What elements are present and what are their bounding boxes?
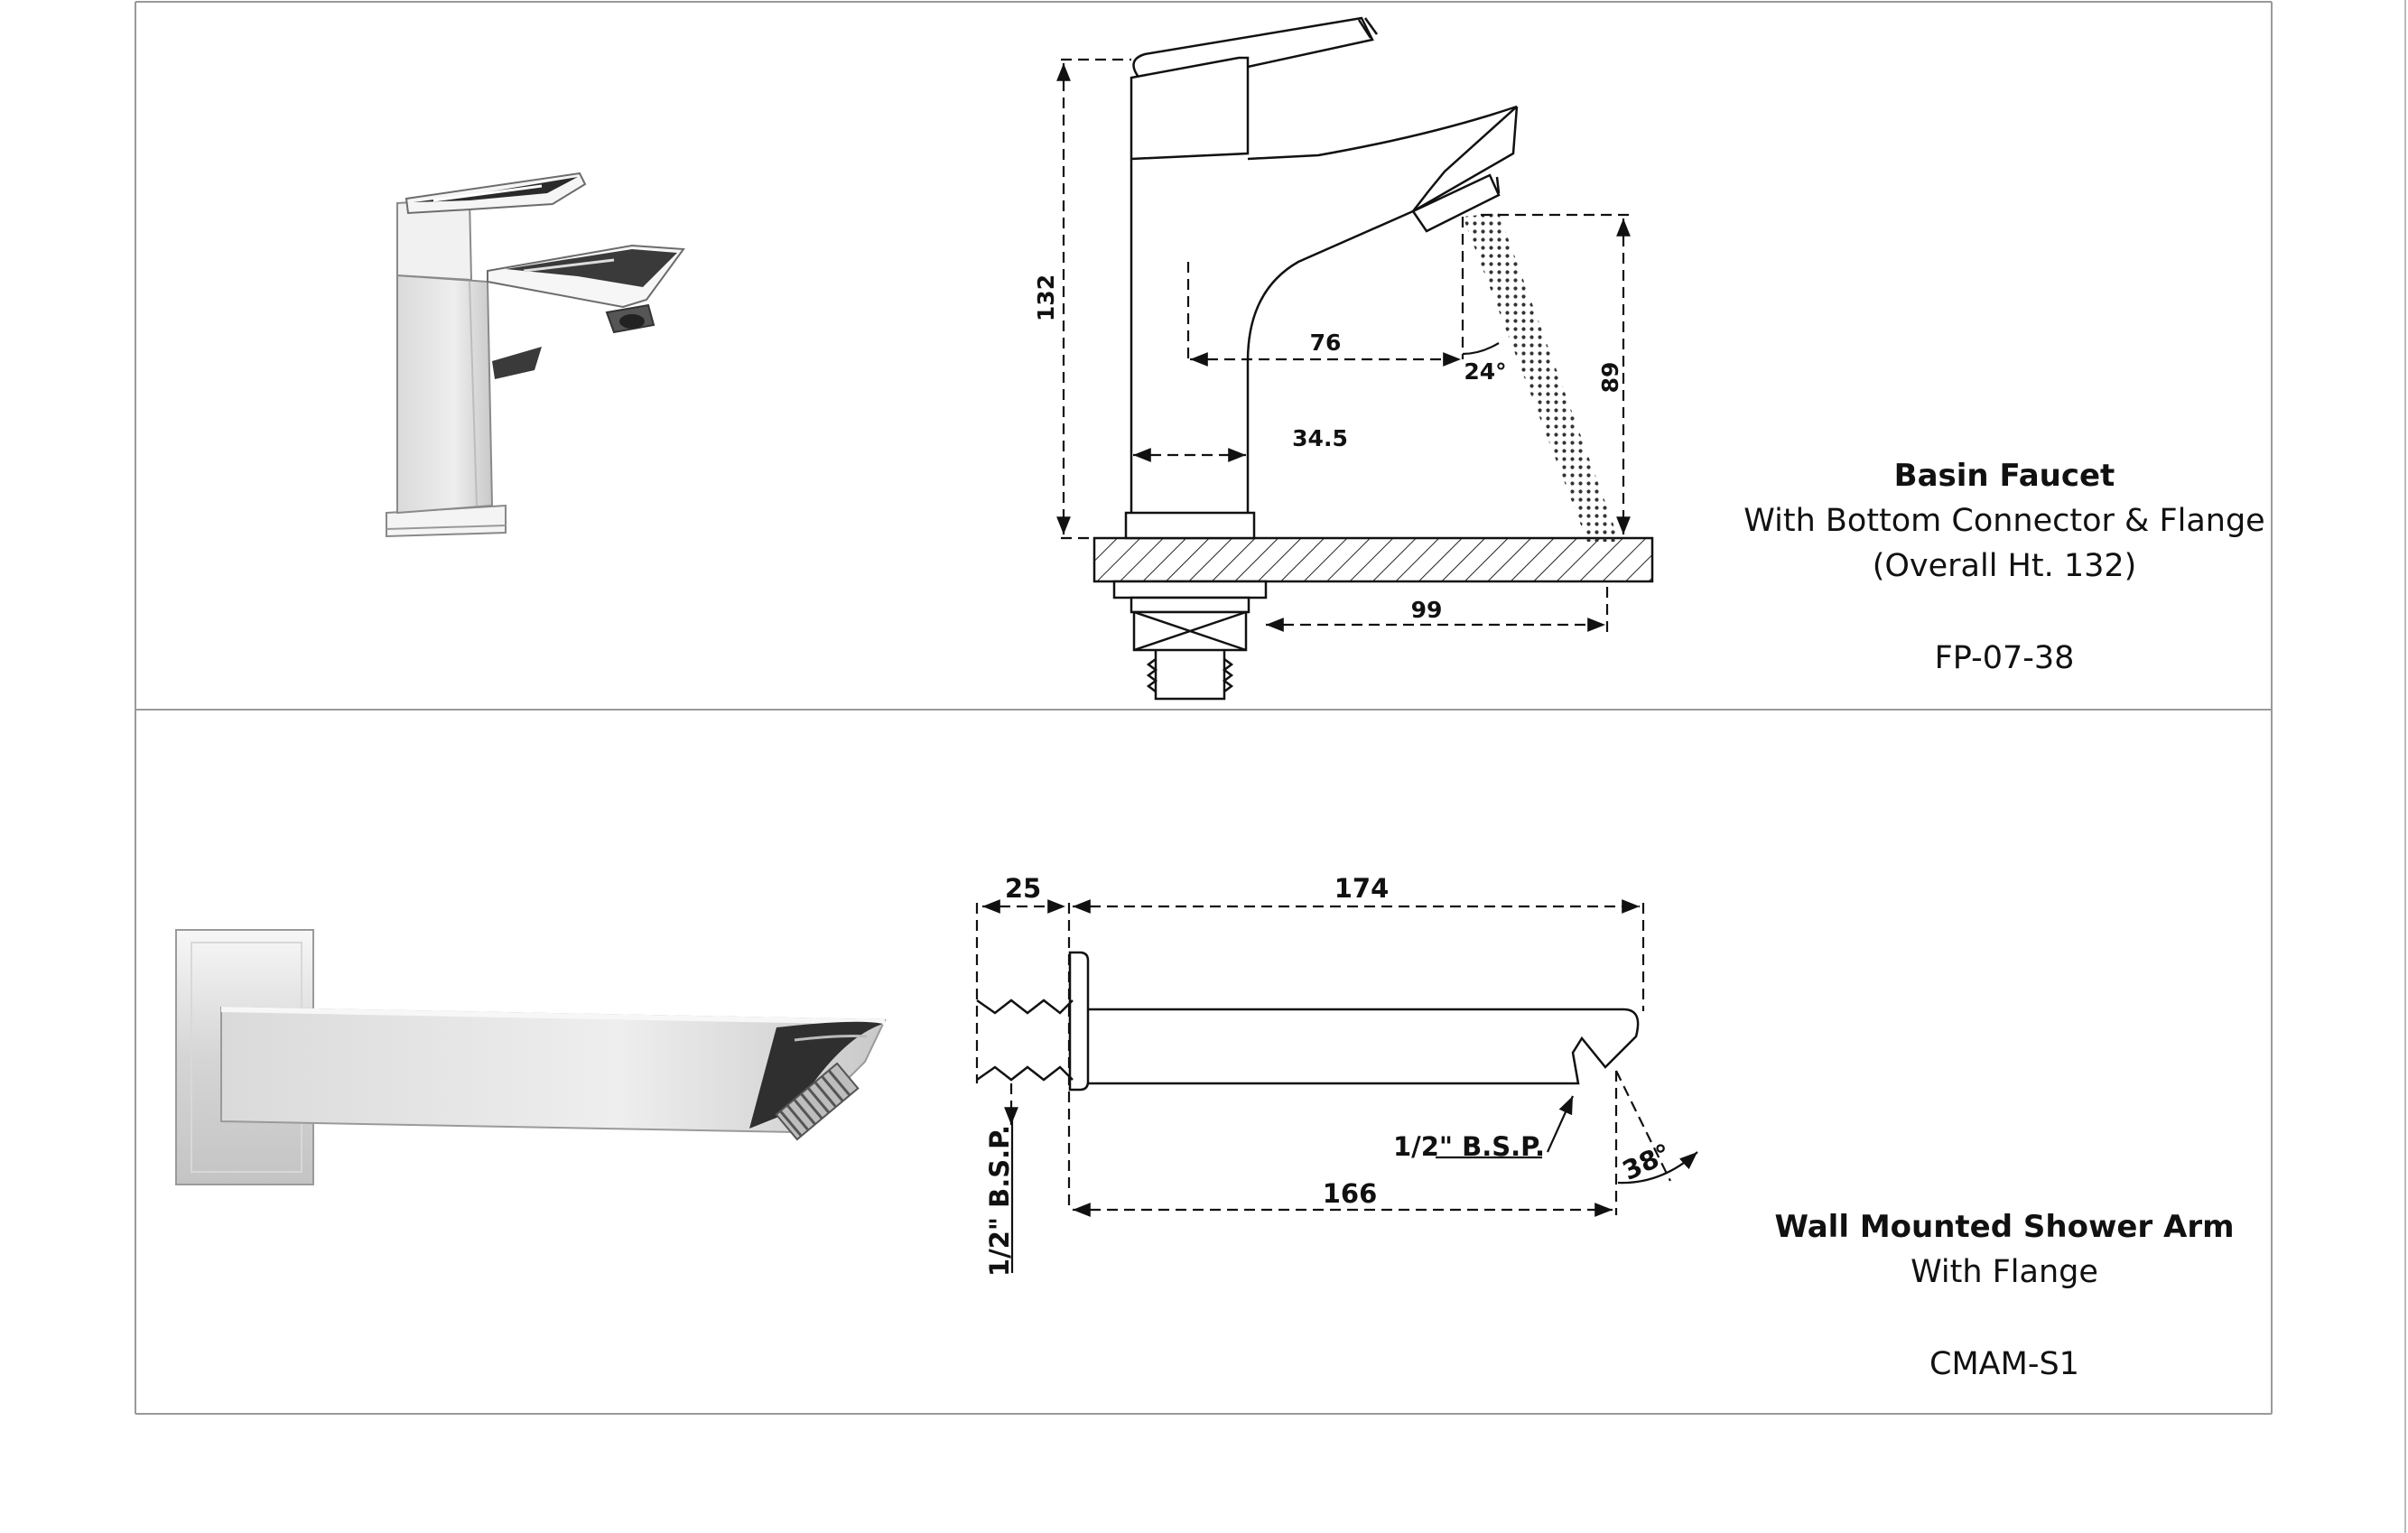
dim-inlet-thread: 1/2" B.S.P. bbox=[984, 1125, 1015, 1277]
product-subtitle: (Overall Ht. 132) bbox=[1873, 548, 2137, 584]
basin-faucet-dimension-labels: 132 76 34.5 24° 89 99 bbox=[1033, 274, 1623, 623]
product-title: Basin Faucet bbox=[1894, 458, 2115, 494]
water-stream bbox=[1463, 213, 1620, 542]
dim-spout-angle: 24° bbox=[1464, 358, 1506, 385]
product-code: CMAM-S1 bbox=[1929, 1346, 2079, 1382]
dim-body-offset: 34.5 bbox=[1292, 425, 1348, 451]
dim-flange-depth: 25 bbox=[1005, 873, 1041, 904]
product-title: Wall Mounted Shower Arm bbox=[1774, 1209, 2234, 1245]
product-subtitle: With Bottom Connector & Flange bbox=[1743, 503, 2264, 539]
shower-arm-render bbox=[175, 929, 887, 1185]
shower-arm-drawing bbox=[976, 951, 1640, 1092]
basin-faucet-caption: Basin Faucet With Bottom Connector & Fla… bbox=[1743, 458, 2264, 676]
dim-spout-height: 89 bbox=[1597, 362, 1623, 394]
dim-outlet-thread: 1/2" B.S.P. bbox=[1393, 1131, 1545, 1162]
sheet-frame bbox=[135, 1, 2273, 1415]
shower-arm-dimension-labels: 25 174 166 1/2" B.S.P. 1/2" B.S.P. 38° bbox=[984, 873, 1676, 1277]
dim-base-span: 99 bbox=[1411, 597, 1443, 623]
basin-faucet-drawing bbox=[1092, 16, 1654, 701]
dim-overall-length: 174 bbox=[1334, 873, 1390, 904]
dim-overall-height: 132 bbox=[1033, 274, 1059, 321]
product-code: FP-07-38 bbox=[1935, 640, 2075, 676]
dim-arm-length: 166 bbox=[1323, 1178, 1378, 1209]
product-subtitle: With Flange bbox=[1911, 1254, 2098, 1290]
dim-spout-reach: 76 bbox=[1310, 330, 1342, 356]
shower-arm-caption: Wall Mounted Shower Arm With Flange CMAM… bbox=[1774, 1209, 2234, 1382]
shower-arm-dimensions bbox=[975, 899, 1698, 1273]
basin-faucet-dimensions bbox=[1056, 58, 1632, 632]
basin-faucet-render bbox=[386, 172, 685, 538]
